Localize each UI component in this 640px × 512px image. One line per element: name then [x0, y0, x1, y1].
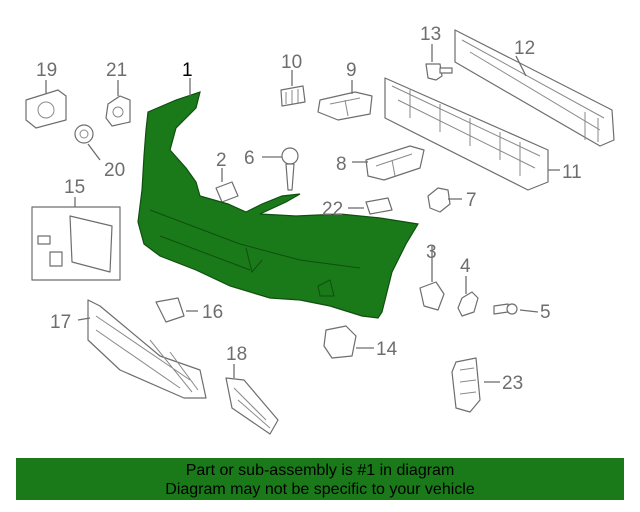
part-10-bracket[interactable]: [280, 85, 306, 107]
callout-4: 4: [460, 256, 471, 277]
banner-line-1: Part or sub-assembly is #1 in diagram: [185, 462, 455, 479]
callout-19: 19: [36, 60, 57, 81]
banner-line-2: Diagram may not be specific to your vehi…: [165, 481, 475, 498]
part-16-cover[interactable]: [155, 297, 185, 323]
callout-15: 15: [64, 177, 85, 198]
part-21-retainer[interactable]: [105, 95, 131, 127]
callout-1: 1: [182, 60, 193, 81]
part-3-bracket[interactable]: [419, 281, 445, 311]
part-15-license-bracket-group[interactable]: [31, 206, 121, 281]
part-14-bracket[interactable]: [323, 325, 357, 359]
part-5-screw[interactable]: [493, 303, 518, 315]
part-2-cover[interactable]: [215, 181, 239, 203]
callout-14: 14: [376, 339, 398, 360]
callout-21: 21: [106, 60, 127, 81]
callout-5: 5: [540, 302, 551, 323]
callout-13: 13: [420, 24, 441, 45]
part-12-reinforcement-bar[interactable]: [454, 29, 615, 147]
part-9-side-retainer[interactable]: [317, 91, 373, 121]
part-22-cover[interactable]: [365, 197, 393, 215]
part-11-energy-absorber[interactable]: [384, 77, 549, 191]
part-6-push-clip[interactable]: [281, 147, 299, 191]
callout-numbers: 1 2 3 4 5 6 7 8 9 10 11 12 13 14 15 16 1…: [36, 24, 582, 394]
parts-diagram: 1 2 3 4 5 6 7 8 9 10 11 12 13 14 15 16 1…: [25, 24, 615, 435]
callout-11: 11: [562, 162, 582, 183]
part-19-parking-sensor[interactable]: [25, 89, 67, 129]
leader-lines: [45, 44, 560, 383]
part-13-bolt[interactable]: [425, 63, 453, 81]
callout-7: 7: [466, 190, 477, 211]
callout-18: 18: [226, 344, 247, 365]
callout-3: 3: [426, 242, 437, 263]
callout-9: 9: [346, 60, 357, 81]
callout-12: 12: [514, 38, 535, 59]
callout-23: 23: [502, 373, 523, 394]
part-17-lower-grille[interactable]: [87, 299, 207, 399]
callout-2: 2: [216, 150, 227, 171]
part-8-side-retainer[interactable]: [365, 145, 425, 181]
callout-6: 6: [244, 148, 255, 169]
info-banner: Part or sub-assembly is #1 in diagram Di…: [16, 458, 624, 500]
part-1-bumper-cover[interactable]: [137, 91, 419, 319]
callout-17: 17: [50, 312, 71, 333]
callout-16: 16: [202, 302, 223, 323]
part-23-cover[interactable]: [451, 357, 481, 413]
part-4-bracket[interactable]: [457, 291, 479, 317]
callout-22: 22: [322, 199, 343, 220]
part-20-grommet[interactable]: [74, 124, 94, 144]
callout-10: 10: [281, 52, 302, 73]
part-18-side-grille[interactable]: [225, 377, 279, 435]
callout-8: 8: [336, 154, 347, 175]
callout-20: 20: [104, 160, 125, 181]
part-7-clip[interactable]: [427, 187, 451, 213]
